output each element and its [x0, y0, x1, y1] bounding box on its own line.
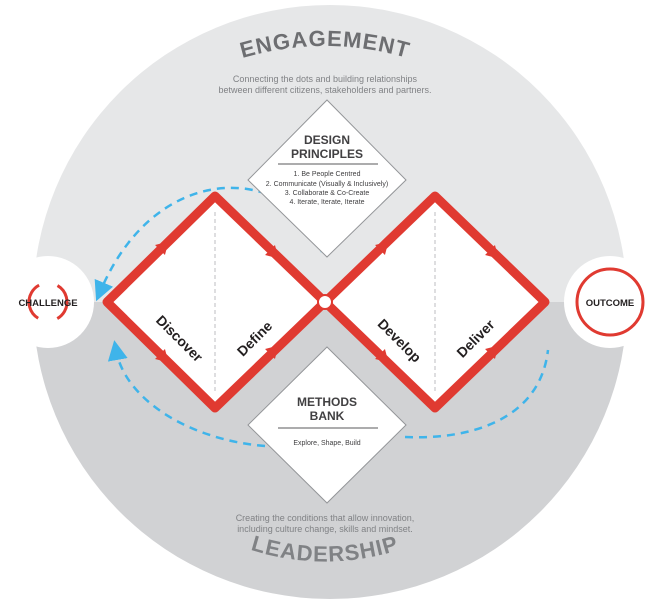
principle-item: 2. Communicate (Visually & Inclusively) — [266, 181, 388, 188]
design-principles: DESIGN PRINCIPLES 1. Be People Centred 2… — [247, 99, 407, 258]
center-node — [317, 294, 333, 310]
outcome-node: OUTCOME — [564, 256, 656, 348]
engagement-desc-1: Connecting the dots and building relatio… — [233, 74, 418, 84]
engagement-desc-2: between different citizens, stakeholders… — [219, 85, 432, 95]
design-principles-title-2: PRINCIPLES — [291, 147, 363, 161]
methods-bank-title-1: METHODS — [297, 395, 357, 409]
loop-bottom-left — [107, 340, 266, 448]
methods-bank-title-2: BANK — [310, 409, 345, 423]
challenge-label: CHALLENGE — [18, 298, 77, 309]
loop-bottom-right — [404, 349, 550, 439]
leadership-desc-1: Creating the conditions that allow innov… — [236, 513, 415, 523]
outcome-label: OUTCOME — [586, 298, 635, 309]
methods-bank-subtitle: Explore, Shape, Build — [293, 440, 360, 447]
methods-bank: METHODS BANK Explore, Shape, Build — [247, 346, 407, 504]
principle-item: 4. Iterate, Iterate, Iterate — [289, 199, 364, 206]
double-diamond: Discover Define Develop Deliver — [102, 191, 550, 413]
leadership-desc-2: including culture change, skills and min… — [237, 524, 413, 534]
design-principles-title-1: DESIGN — [304, 133, 350, 147]
direction-arrows — [155, 241, 499, 363]
principle-item: 1. Be People Centred — [294, 171, 361, 178]
challenge-node: CHALLENGE — [2, 256, 94, 348]
principle-item: 3. Collaborate & Co-Create — [285, 190, 370, 197]
